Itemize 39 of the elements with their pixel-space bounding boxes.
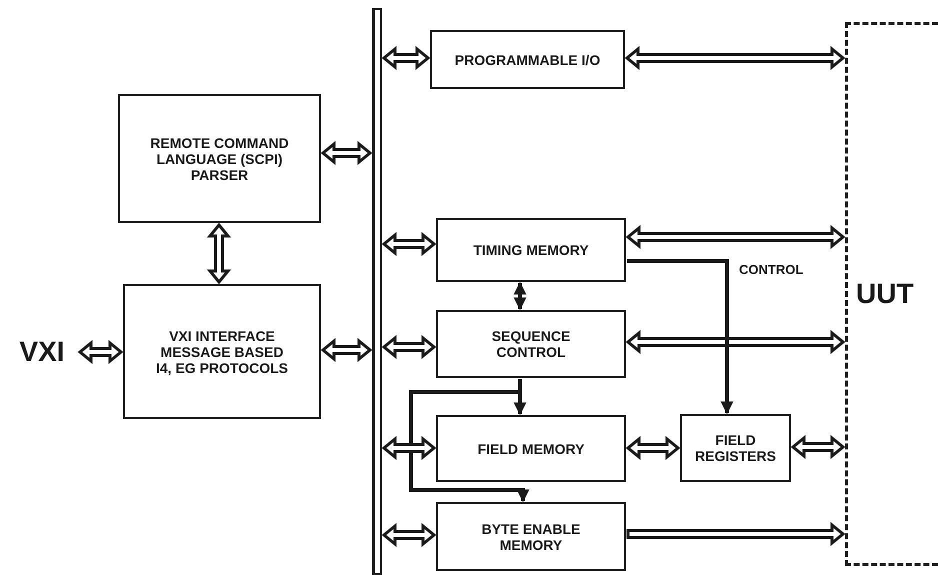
bus-arrow: [382, 436, 436, 460]
bus-arrow: [626, 436, 680, 460]
block-box: [436, 415, 626, 482]
arrow: [627, 259, 734, 414]
block-label: FIELD REGISTERS: [694, 432, 777, 464]
bus-arrow: [382, 46, 430, 70]
bus-bar: [372, 8, 382, 575]
block-box: [118, 94, 321, 223]
bus-arrow: [626, 522, 846, 546]
arrow: [409, 379, 530, 502]
block-label: FIELD MEMORY: [476, 440, 586, 456]
block-label: TIMING MEMORY: [472, 242, 590, 258]
unit-label: UUT: [856, 278, 914, 310]
bus-arrow: [626, 330, 846, 354]
arrow: [514, 282, 526, 310]
bus-arrow: [626, 224, 846, 250]
unit-under-test-box: [845, 22, 938, 566]
bus-arrow: [206, 222, 232, 284]
block-box: [436, 310, 626, 378]
block-label: VXI INTERFACE MESSAGE BASED I4, EG PROTOCOLS: [155, 328, 289, 376]
block-box: [436, 502, 626, 571]
bus-arrow: [624, 46, 846, 70]
block-label: REMOTE COMMAND LANGUAGE (SCPI) PARSER: [149, 134, 290, 182]
block-box: [430, 30, 625, 89]
bus-arrow: [382, 522, 436, 548]
block-box: [680, 414, 791, 482]
bus-arrow: [382, 334, 436, 360]
block-label: PROGRAMMABLE I/O: [454, 52, 600, 68]
block-box: [123, 284, 321, 419]
bus-arrow: [382, 232, 436, 256]
block-label: SEQUENCE CONTROL: [490, 328, 572, 360]
bus-arrow: [320, 338, 372, 362]
block-label: BYTE ENABLE MEMORY: [480, 520, 582, 552]
interface-label: VXI: [19, 336, 65, 368]
bus-arrow: [78, 340, 124, 364]
bus-arrow: [320, 140, 372, 166]
edge-label: CONTROL: [737, 262, 806, 277]
block-box: [436, 218, 626, 282]
bus-arrow: [790, 434, 846, 460]
